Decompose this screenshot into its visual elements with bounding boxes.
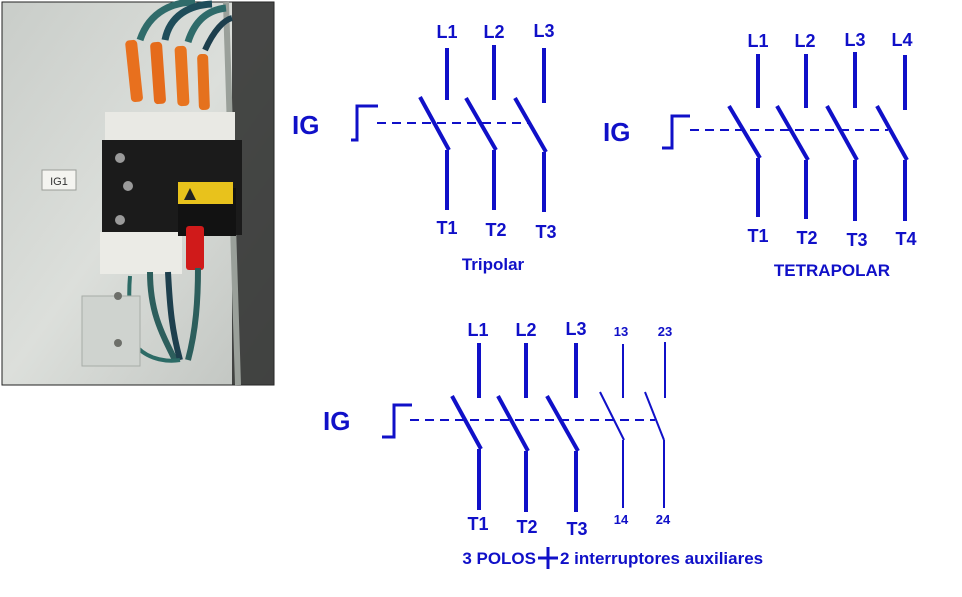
terminal-label-top: L2 bbox=[515, 320, 536, 340]
auxiliary-diagram: IG L1 L2 L3 13 23 T1 T2 T3 14 24 3 POLOS bbox=[323, 319, 763, 569]
terminal-label-top: L1 bbox=[467, 320, 488, 340]
aux-contact bbox=[644, 391, 665, 441]
photo-tag-label: IG1 bbox=[50, 176, 68, 188]
aux-terminal-label-bottom: 14 bbox=[614, 512, 629, 527]
actuator-symbol bbox=[351, 104, 378, 142]
terminal-label-bottom: T3 bbox=[535, 222, 556, 242]
diagram-caption-part: 3 POLOS bbox=[462, 549, 536, 568]
pole-contact bbox=[513, 97, 548, 153]
terminal-label-top: L2 bbox=[794, 31, 815, 51]
terminal-label-bottom: T1 bbox=[467, 514, 488, 534]
pole-contact bbox=[875, 105, 909, 161]
plus-icon bbox=[538, 547, 558, 569]
tetrapolar-diagram: IG L1 L2 L3 L4 T1 T2 T3 T4 TETRAPOLAR bbox=[603, 30, 917, 280]
diagram-caption: Tripolar bbox=[462, 255, 525, 274]
terminal-label-top: L3 bbox=[533, 21, 554, 41]
contactor-photo: IG1 bbox=[1, 0, 275, 386]
pole-contact bbox=[464, 97, 498, 151]
tripolar-diagram: IG L1 L2 L3 T1 T2 T3 Tripolar bbox=[292, 21, 557, 274]
terminal-label-top: L1 bbox=[747, 31, 768, 51]
terminal-label-bottom: T4 bbox=[895, 229, 916, 249]
terminal-label-bottom: T3 bbox=[566, 519, 587, 539]
symbol-label: IG bbox=[603, 117, 630, 147]
terminal-label-bottom: T3 bbox=[846, 230, 867, 250]
pole-contact bbox=[727, 104, 762, 160]
pole-contact bbox=[825, 105, 859, 161]
pole-contact bbox=[545, 395, 580, 452]
terminal-label-top: L3 bbox=[565, 319, 586, 339]
symbol-label: IG bbox=[323, 406, 350, 436]
photo-tag bbox=[41, 169, 77, 191]
pole-contact bbox=[496, 395, 530, 452]
pole-contact bbox=[418, 96, 451, 151]
terminal-label-top: L1 bbox=[436, 22, 457, 42]
terminal-label-top: L4 bbox=[891, 30, 912, 50]
terminal-label-bottom: T2 bbox=[796, 228, 817, 248]
pole-contact bbox=[775, 105, 810, 161]
diagram-caption: TETRAPOLAR bbox=[774, 261, 890, 280]
terminal-label-bottom: T1 bbox=[747, 226, 768, 246]
terminal-label-bottom: T1 bbox=[436, 218, 457, 238]
terminal-label-bottom: T2 bbox=[516, 517, 537, 537]
actuator-symbol bbox=[382, 403, 412, 439]
symbol-label: IG bbox=[292, 110, 319, 140]
pole-contact bbox=[450, 395, 483, 450]
terminal-label-top: L2 bbox=[483, 22, 504, 42]
terminal-label-bottom: T2 bbox=[485, 220, 506, 240]
actuator-symbol bbox=[662, 114, 690, 150]
aux-contact bbox=[599, 391, 625, 441]
aux-terminal-label-top: 13 bbox=[614, 324, 628, 339]
aux-terminal-label-bottom: 24 bbox=[656, 512, 671, 527]
aux-terminal-label-top: 23 bbox=[658, 324, 672, 339]
terminal-label-top: L3 bbox=[844, 30, 865, 50]
diagram-caption-part: 2 interruptores auxiliares bbox=[560, 549, 763, 568]
